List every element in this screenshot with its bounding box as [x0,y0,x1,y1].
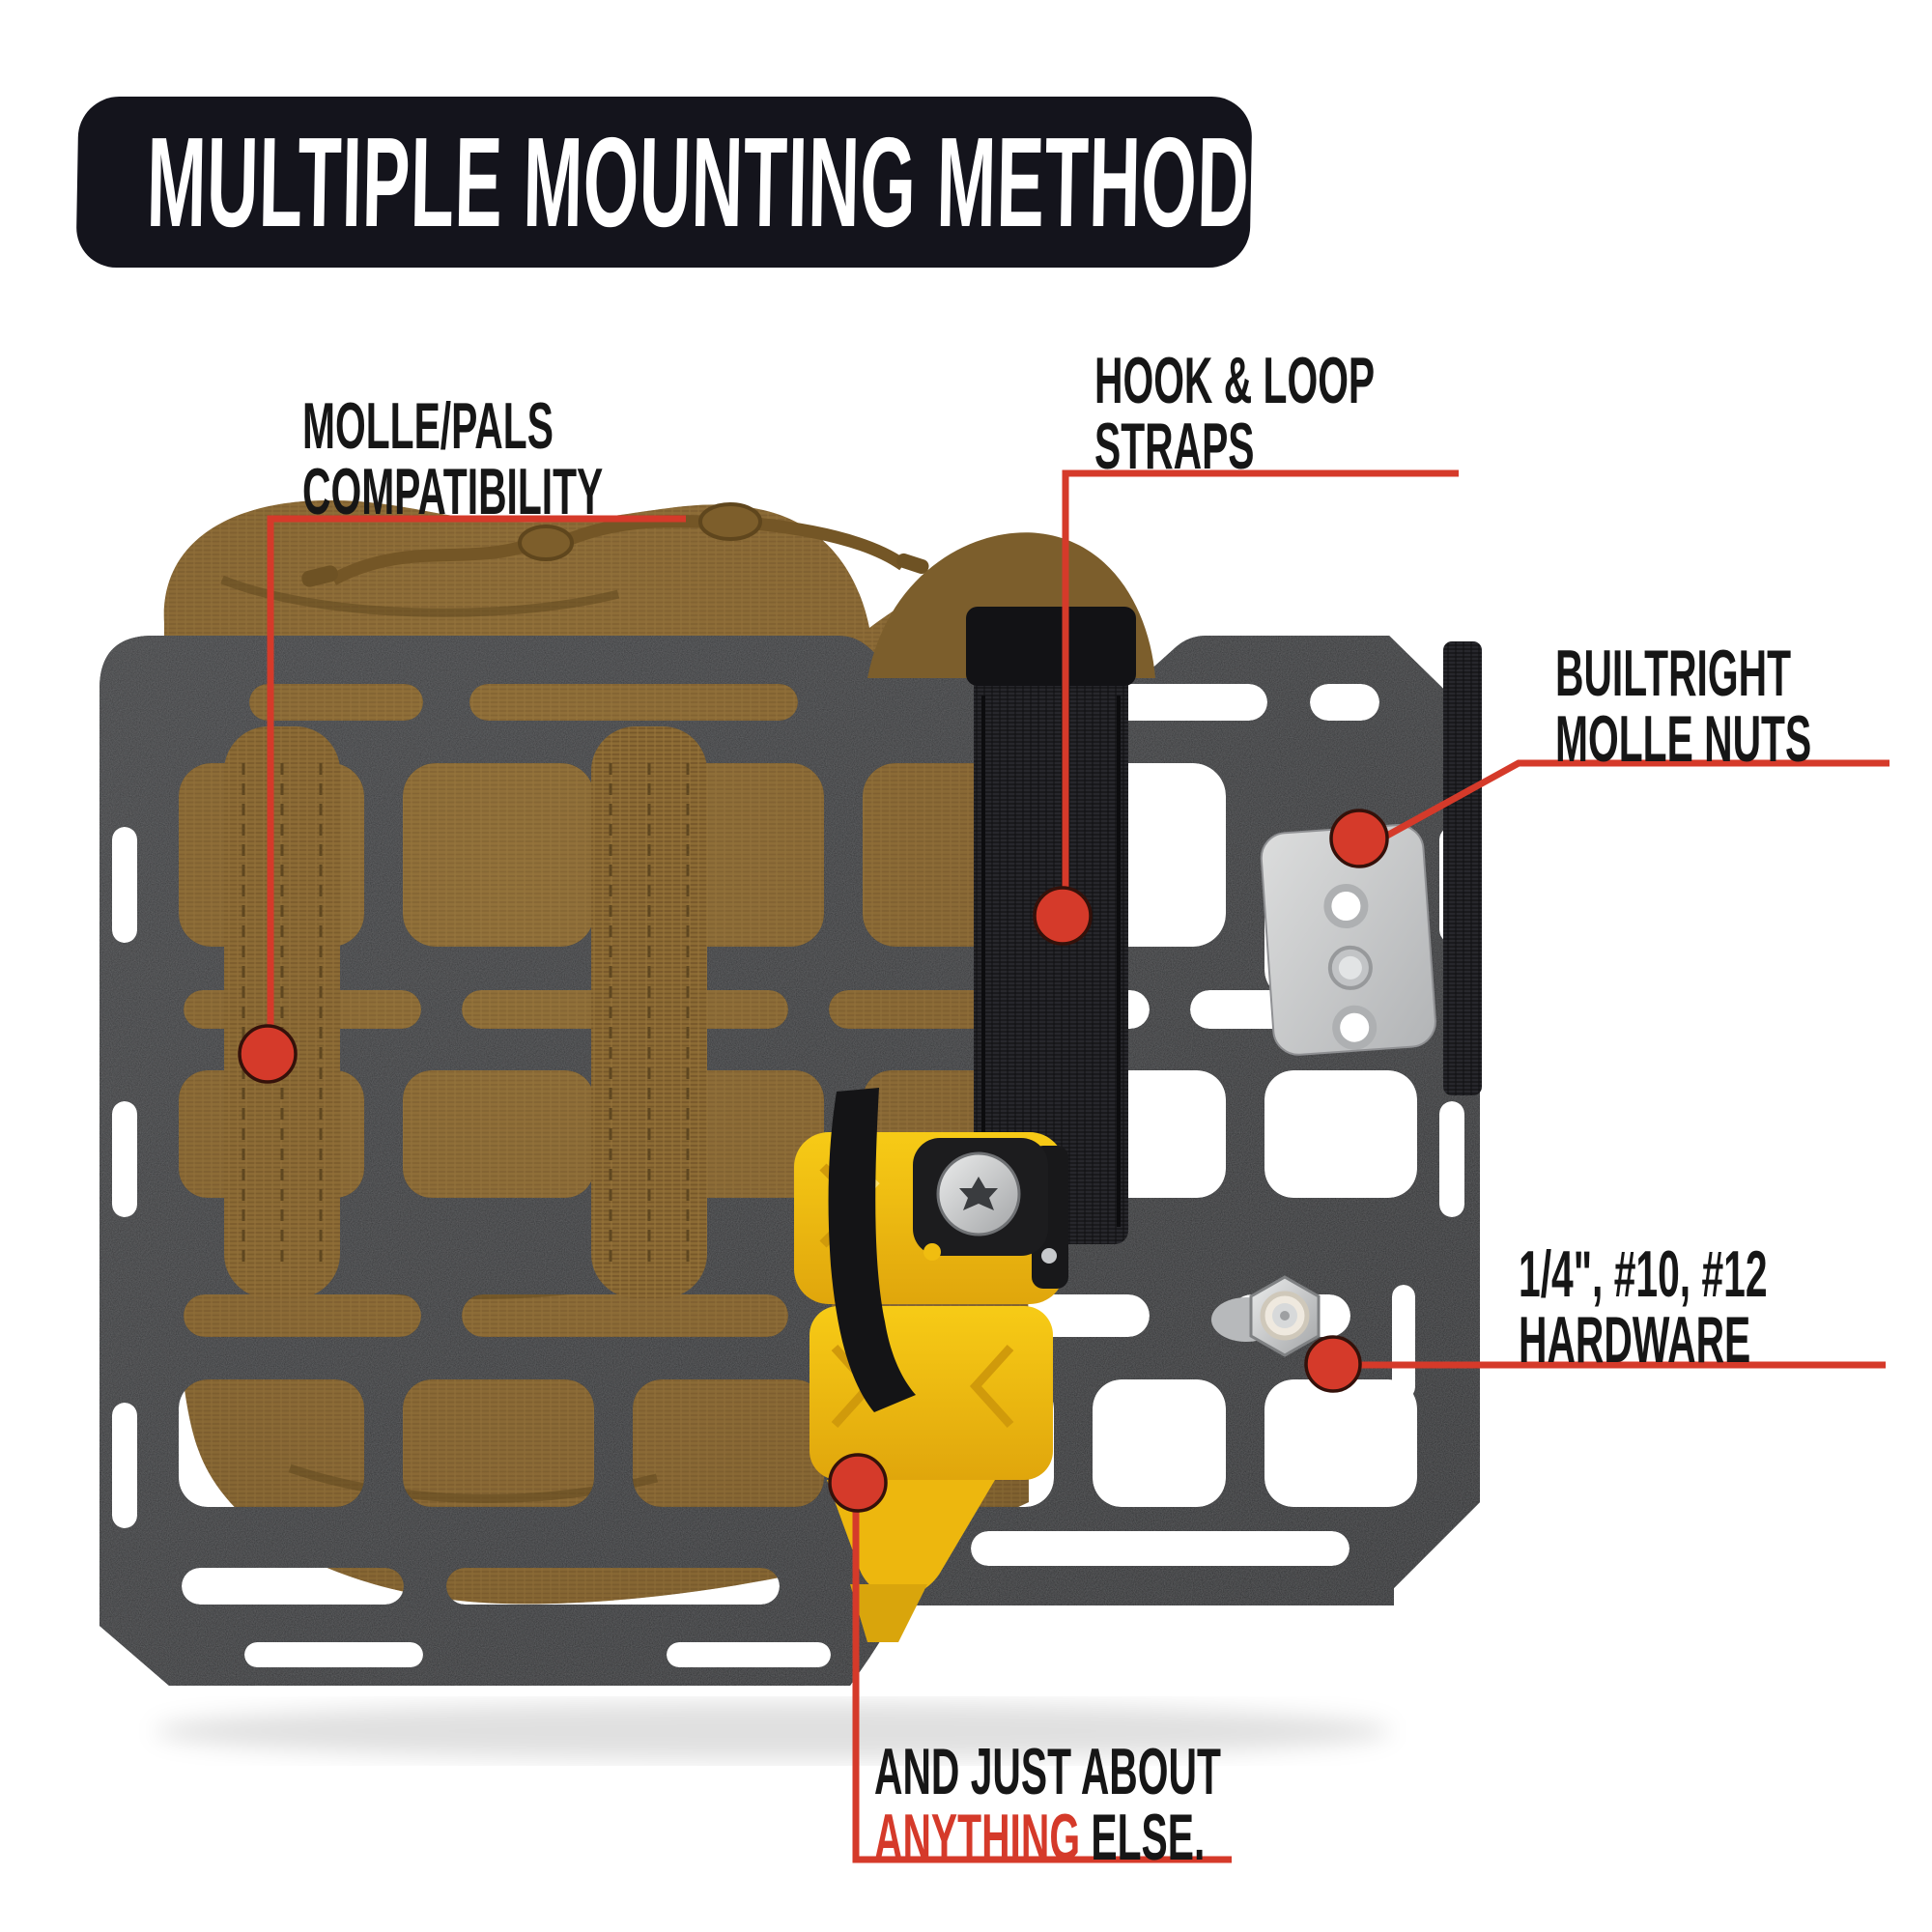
label-molle-pals: MOLLE/PALS COMPATIBILITY [302,393,603,525]
pouch-pals-strap-left [224,726,340,1298]
callout-line-anything [852,1510,1232,1863]
yellow-tool [794,1088,1068,1642]
header-banner: MULTIPLE MOUNTING METHODS [75,97,1298,268]
pouch-pals-strap-right [591,726,707,1298]
hex-bolt [1211,1275,1321,1357]
label-anything-line2: ANYTHING ELSE. [874,1804,1221,1870]
label-builtright-line2: MOLLE NUTS [1555,702,1812,776]
tool-clip [828,1088,916,1412]
pouch-drawstring [301,502,929,587]
label-builtright: BUILTRIGHT MOLLE NUTS [1555,640,1811,772]
callout-dot-molle-pals [238,1024,298,1084]
callout-line-molle-pals [267,515,686,1026]
label-anything: AND JUST ABOUT ANYTHING ELSE. [874,1739,1221,1870]
label-hook-loop: HOOK & LOOP STRAPS [1094,348,1375,479]
callout-dot-builtright [1329,809,1389,868]
banner-title: MULTIPLE MOUNTING METHODS [145,111,1299,253]
label-hardware: 1/4", #10, #12 HARDWARE [1519,1241,1768,1373]
label-molle-pals-line2: COMPATIBILITY [302,455,604,528]
callout-line-builtright [1383,759,1889,840]
label-anything-highlight: ANYTHING [874,1801,1081,1874]
callout-dot-anything [828,1453,888,1513]
label-builtright-line1: BUILTRIGHT [1555,637,1792,710]
label-anything-rest: ELSE. [1080,1801,1206,1874]
label-anything-line1: AND JUST ABOUT [874,1735,1221,1808]
right-edge-strap [1443,641,1482,1095]
label-hook-loop-line1: HOOK & LOOP [1094,344,1376,417]
callout-dot-hook-loop [1033,886,1093,946]
callout-dot-hardware [1304,1335,1362,1393]
molle-nut-plate [1260,824,1436,1056]
label-hardware-line1: 1/4", #10, #12 [1519,1237,1768,1311]
callout-line-hook-loop [1062,469,1459,889]
label-molle-pals-line1: MOLLE/PALS [302,389,554,463]
label-hardware-line2: HARDWARE [1519,1303,1751,1377]
label-hook-loop-line2: STRAPS [1094,410,1255,483]
